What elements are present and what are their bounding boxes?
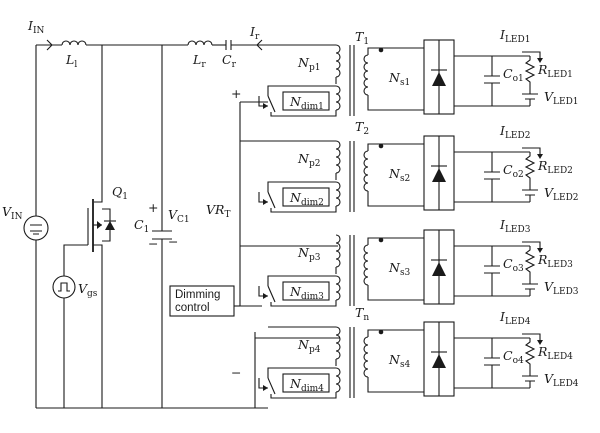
dim-winding-box [282,281,330,301]
capacitor-voltage-label: VC1 [168,207,190,225]
secondary-winding-label: Ns2 [388,166,410,184]
primary-winding-label: Np1 [297,55,320,73]
c1-plus-sign: + [148,200,158,215]
transformer-label: T1 [355,29,369,47]
led-current-label: ILED3 [499,217,531,235]
vc1-minus-sign: − [168,234,178,249]
dim-winding-label: Ndim1 [289,94,324,112]
secondary-winding-label: Ns3 [388,260,411,278]
primary-winding-label: Np3 [297,245,321,263]
c1-minus-sign: − [148,236,158,251]
led-resistor-label: RLED2 [537,158,573,176]
vrt-plus-sign: + [231,86,241,101]
led-current-label: ILED4 [499,309,531,327]
vrt-minus-sign: − [231,365,241,380]
dim-winding-label: Ndim2 [289,190,324,208]
led-voltage-label: VLED1 [544,89,579,107]
output-capacitor-label: Co3 [503,256,524,274]
led-resistor-label: RLED1 [537,62,573,80]
output-capacitor-label: Co4 [503,348,524,366]
gate-voltage-label: Vgs [78,281,98,299]
dim-winding-label: Ndim3 [289,284,324,302]
input-labels: IIN Ll Lr Cr Ir VIN Q1 C1 VC1 + − − Vgs … [2,18,260,380]
resonant-inductor-label: Lr [192,52,206,70]
line-inductor-label: Ll [65,52,77,70]
transformer-label: T2 [355,119,369,137]
input-voltage-label: VIN [2,204,23,222]
primary-winding-label: Np2 [297,151,320,169]
led-voltage-label: VLED3 [544,279,579,297]
led-resistor-label: RLED3 [537,252,573,270]
dim-winding-box [282,91,330,111]
resonant-capacitor-label: Cr [222,52,237,70]
led-current-label: ILED1 [499,27,530,45]
primary-winding-label: Np4 [297,337,321,355]
dim-winding-label: Ndim4 [289,376,324,394]
output-capacitor-label: Co1 [503,66,524,84]
dimming-control-line1: Dimming [175,289,220,301]
switch-q1-label: Q1 [112,184,128,202]
led-resistor-label: RLED4 [537,344,573,362]
input-current-label: IIN [27,18,45,36]
input-section [23,39,340,409]
led-voltage-label: VLED4 [544,371,579,389]
led-voltage-label: VLED2 [544,185,579,203]
resonant-current-label: Ir [249,24,260,42]
vrt-label: VRT [206,202,230,220]
dimming-control-box [169,285,235,317]
output-capacitor-label: Co2 [503,162,524,180]
led-current-label: ILED2 [499,123,530,141]
dim-winding-box [282,373,330,393]
secondary-winding-label: Ns4 [388,352,411,370]
dimming-control-line2: control [175,302,210,314]
capacitor-c1-label: C1 [134,217,149,235]
transformer-label: Tn [355,305,369,323]
secondary-winding-label: Ns1 [388,70,410,88]
dim-winding-box [282,187,330,207]
